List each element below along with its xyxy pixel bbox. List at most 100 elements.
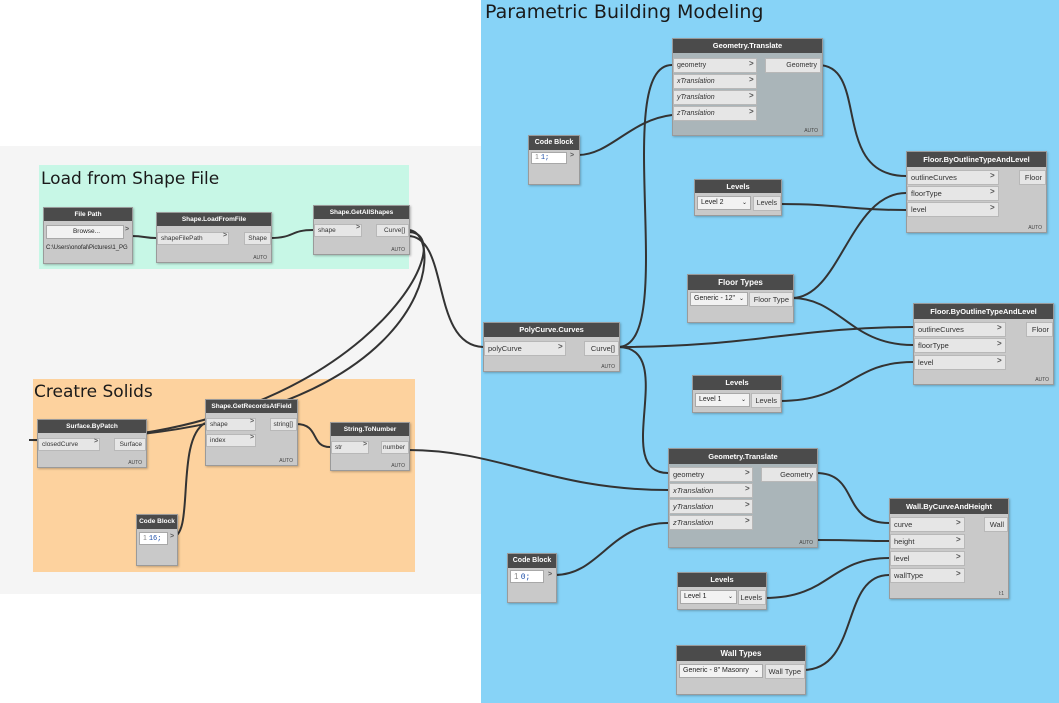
floor-types-node[interactable]: Floor Types Generic - 12" ⌄ Floor Type bbox=[687, 274, 794, 323]
shape-load-from-file-node[interactable]: Shape.LoadFromFile shapeFilePath > Shape… bbox=[156, 212, 272, 263]
line-number: 1 bbox=[535, 154, 539, 161]
input-port-walltype[interactable]: wallType bbox=[890, 568, 965, 583]
code-editor[interactable]: 1 1; bbox=[531, 152, 567, 164]
output-port-geometry[interactable]: Geometry bbox=[765, 58, 821, 73]
shape-get-all-shapes-node[interactable]: Shape.GetAllShapes shape > Curve[] AUTO bbox=[313, 205, 410, 255]
geometry-translate-node[interactable]: Geometry.Translate geometry > xTranslati… bbox=[672, 38, 823, 136]
code-text: 0; bbox=[520, 573, 531, 582]
code-block-node[interactable]: Code Block 1 1; > bbox=[528, 135, 580, 185]
levels-node[interactable]: Levels Level 1 ⌄ Levels bbox=[692, 375, 782, 413]
chevron-down-icon: ⌄ bbox=[741, 200, 747, 206]
input-port-shapefilepath[interactable]: shapeFilePath bbox=[157, 232, 229, 245]
input-port-curve[interactable]: curve bbox=[890, 517, 965, 532]
code-block-node[interactable]: Code Block 1 0; > bbox=[507, 553, 557, 603]
output-port-shape[interactable]: Shape bbox=[244, 232, 271, 245]
chevron-right-icon[interactable]: > bbox=[548, 571, 553, 578]
input-port-xtranslation[interactable]: xTranslation bbox=[669, 483, 753, 498]
input-port-height[interactable]: height bbox=[890, 534, 965, 549]
input-port-ytranslation[interactable]: yTranslation bbox=[673, 90, 757, 105]
browse-button[interactable]: Browse... bbox=[46, 225, 124, 239]
input-port-shape[interactable]: shape bbox=[206, 418, 256, 431]
chevron-right-icon: > bbox=[745, 516, 750, 525]
output-port-floor[interactable]: Floor bbox=[1019, 170, 1046, 185]
level-dropdown[interactable]: Level 2 ⌄ bbox=[697, 196, 751, 210]
output-port-wall[interactable]: Wall bbox=[984, 517, 1008, 532]
polycurve-curves-node[interactable]: PolyCurve.Curves polyCurve > Curve[] AUT… bbox=[483, 322, 620, 372]
chevron-right-icon[interactable]: > bbox=[570, 152, 575, 159]
output-port-floor[interactable]: Floor bbox=[1026, 322, 1053, 337]
node-title: PolyCurve.Curves bbox=[484, 323, 619, 337]
wall-type-dropdown[interactable]: Generic - 8" Masonry ⌄ bbox=[679, 664, 763, 678]
lacing-label: AUTO bbox=[391, 247, 405, 253]
code-editor[interactable]: 1 16; bbox=[139, 532, 168, 545]
output-port-levels[interactable]: Levels bbox=[751, 393, 781, 408]
level-dropdown[interactable]: Level 1 ⌄ bbox=[695, 393, 750, 407]
output-port-geometry[interactable]: Geometry bbox=[761, 467, 817, 482]
code-block-node[interactable]: Code Block 1 16; > bbox=[136, 514, 178, 566]
file-path-node[interactable]: File Path Browse... > C:\Users\onofal\Pi… bbox=[43, 207, 133, 264]
input-port-xtranslation[interactable]: xTranslation bbox=[673, 74, 757, 89]
input-port-level[interactable]: level bbox=[907, 202, 999, 217]
chevron-right-icon: > bbox=[956, 569, 961, 578]
input-port-polycurve[interactable]: polyCurve bbox=[484, 341, 566, 356]
input-port-ytranslation[interactable]: yTranslation bbox=[669, 499, 753, 514]
input-port-floortype[interactable]: floorType bbox=[914, 338, 1006, 353]
node-title: Levels bbox=[693, 376, 781, 390]
code-editor[interactable]: 1 0; bbox=[510, 570, 544, 583]
floor-type-dropdown[interactable]: Generic - 12" ⌄ bbox=[690, 292, 748, 306]
file-path-value: C:\Users\onofal\Pictures\1_PG bbox=[46, 245, 128, 251]
output-port-curve-list[interactable]: Curve[] bbox=[376, 224, 409, 237]
chevron-right-icon: > bbox=[990, 203, 995, 212]
output-port-string-list[interactable]: string[] bbox=[270, 418, 297, 431]
chevron-down-icon: ⌄ bbox=[738, 296, 744, 302]
output-port-floor-type[interactable]: Floor Type bbox=[749, 292, 793, 307]
geometry-translate-node[interactable]: Geometry.Translate geometry > xTranslati… bbox=[668, 448, 818, 548]
level-dropdown[interactable]: Level 1 ⌄ bbox=[680, 590, 737, 604]
output-port-curve-list[interactable]: Curve[] bbox=[584, 341, 619, 356]
string-to-number-node[interactable]: String.ToNumber str > number AUTO bbox=[330, 422, 410, 471]
input-port-geometry[interactable]: geometry bbox=[673, 58, 757, 73]
node-title: Floor Types bbox=[688, 275, 793, 290]
input-port-ztranslation[interactable]: zTranslation bbox=[669, 515, 753, 530]
floor-by-outline-type-and-level-node[interactable]: Floor.ByOutlineTypeAndLevel outlineCurve… bbox=[913, 303, 1054, 385]
chevron-right-icon: > bbox=[749, 91, 754, 100]
chevron-down-icon: ⌄ bbox=[740, 397, 746, 403]
surface-by-patch-node[interactable]: Surface.ByPatch closedCurve > Surface AU… bbox=[37, 419, 147, 468]
input-port-level[interactable]: level bbox=[890, 551, 965, 566]
line-number: 1 bbox=[514, 572, 519, 581]
floor-by-outline-type-and-level-node[interactable]: Floor.ByOutlineTypeAndLevel outlineCurve… bbox=[906, 151, 1047, 233]
output-port-number[interactable]: number bbox=[381, 441, 409, 454]
chevron-right-icon: > bbox=[356, 224, 361, 231]
input-port-ztranslation[interactable]: zTranslation bbox=[673, 106, 757, 121]
lacing-label: AUTO bbox=[279, 458, 293, 464]
input-port-outlinecurves[interactable]: outlineCurves bbox=[914, 322, 1006, 337]
wall-types-node[interactable]: Wall Types Generic - 8" Masonry ⌄ Wall T… bbox=[676, 645, 806, 695]
levels-node[interactable]: Levels Level 1 ⌄ Levels bbox=[677, 572, 767, 610]
chevron-right-icon: > bbox=[250, 434, 255, 441]
shape-get-records-at-field-node[interactable]: Shape.GetRecordsAtField shape > index > … bbox=[205, 399, 298, 466]
chevron-right-icon[interactable]: > bbox=[125, 226, 130, 233]
output-port-levels[interactable]: Levels bbox=[738, 590, 766, 605]
input-port-floortype[interactable]: floorType bbox=[907, 186, 999, 201]
input-port-level[interactable]: level bbox=[914, 355, 1006, 370]
chevron-right-icon[interactable]: > bbox=[170, 533, 175, 540]
output-port-levels[interactable]: Levels bbox=[753, 196, 781, 211]
output-port-surface[interactable]: Surface bbox=[114, 438, 146, 451]
node-title: Shape.LoadFromFile bbox=[157, 213, 271, 226]
input-port-outlinecurves[interactable]: outlineCurves bbox=[907, 170, 999, 185]
node-title: Shape.GetRecordsAtField bbox=[206, 400, 297, 413]
lacing-label: AUTO bbox=[601, 364, 615, 370]
input-port-geometry[interactable]: geometry bbox=[669, 467, 753, 482]
chevron-right-icon: > bbox=[990, 171, 995, 180]
input-port-shape[interactable]: shape bbox=[314, 224, 362, 237]
levels-node[interactable]: Levels Level 2 ⌄ Levels bbox=[694, 179, 782, 216]
node-title: Code Block bbox=[508, 554, 556, 568]
input-port-closedcurve[interactable]: closedCurve bbox=[38, 438, 100, 451]
wall-by-curve-and-height-node[interactable]: Wall.ByCurveAndHeight curve > height > l… bbox=[889, 498, 1009, 599]
lacing-label: AUTO bbox=[128, 460, 142, 466]
input-port-str[interactable]: str bbox=[331, 441, 369, 454]
code-text: 1; bbox=[540, 154, 550, 162]
output-port-wall-type[interactable]: Wall Type bbox=[765, 664, 805, 679]
input-port-index[interactable]: index bbox=[206, 434, 256, 447]
code-text: 16; bbox=[148, 535, 162, 543]
